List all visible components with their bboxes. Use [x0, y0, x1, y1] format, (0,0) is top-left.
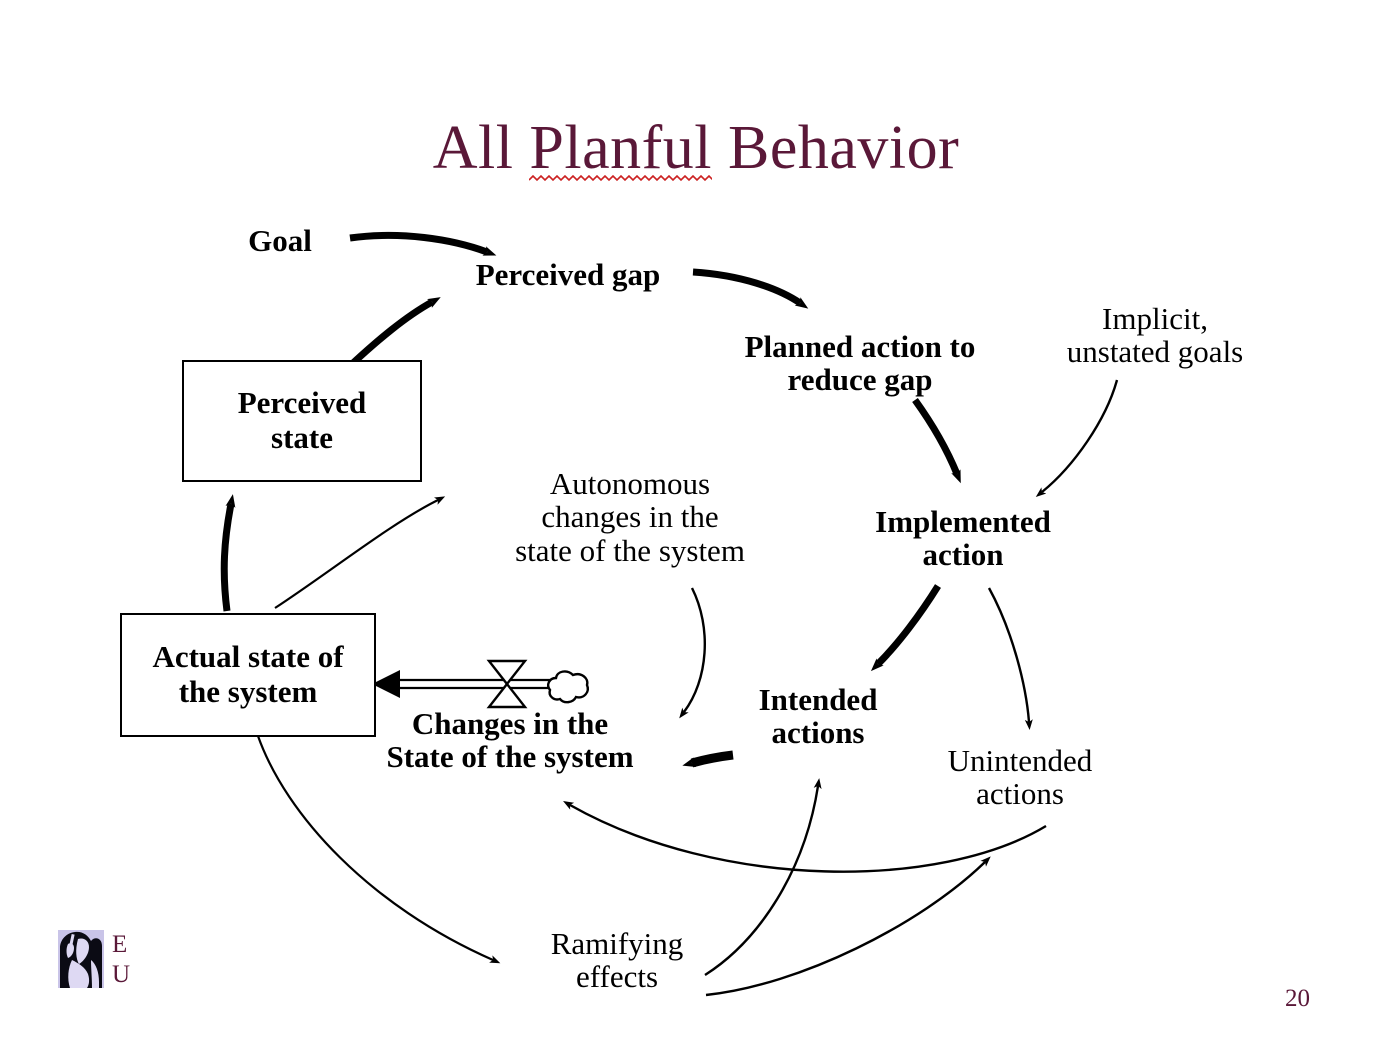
- node-implicit-unstated-goals[interactable]: Implicit, unstated goals: [1066, 301, 1244, 370]
- edge-perceived-state-to-perceived-gap: [349, 297, 441, 367]
- edge-actual-state-to-autonomous-changes: [274, 496, 446, 609]
- edge-actual-state-to-ramifying-effects: [256, 735, 501, 964]
- node-unintended-actions[interactable]: Unintended actions: [947, 743, 1093, 812]
- node-implemented-action[interactable]: Implemented action: [875, 504, 1051, 573]
- edge-goal-to-perceived-gap: [349, 231, 497, 256]
- edge-unintended-actions-to-changes-in-state: [563, 801, 1047, 873]
- edge-planned-action-to-implemented-action: [912, 397, 961, 484]
- edge-autonomous-changes-to-changes-in-state: [679, 587, 706, 719]
- title-misspelled-word: Planful: [529, 112, 713, 184]
- edge-implemented-action-to-intended-actions: [870, 584, 941, 672]
- node-autonomous-changes[interactable]: Autonomous changes in the state of the s…: [515, 466, 745, 568]
- node-intended-actions[interactable]: Intended actions: [758, 682, 878, 751]
- spellcheck-squiggle-icon: [529, 175, 713, 182]
- flow-valve-icon: [486, 659, 528, 709]
- organization-logo: E U: [58, 930, 134, 990]
- title-suffix: Behavior: [712, 114, 960, 182]
- node-perceived-gap[interactable]: Perceived gap: [475, 257, 661, 292]
- node-planned-action-to-reduce-gap[interactable]: Planned action to reduce gap: [744, 329, 976, 398]
- edge-ramifying-effects-to-unintended-actions: [705, 856, 991, 997]
- node-goal[interactable]: Goal: [248, 223, 312, 258]
- logo-wordmark: E U: [112, 931, 131, 988]
- node-changes-in-state-of-system[interactable]: Changes in the State of the system: [386, 706, 634, 775]
- page-number: 20: [1285, 985, 1310, 1012]
- title-misspelled-text: Planful: [529, 114, 713, 182]
- edge-perceived-gap-to-planned-action: [692, 268, 809, 309]
- edge-implemented-action-to-unintended-actions: [987, 587, 1033, 730]
- node-ramifying-effects[interactable]: Ramifying effects: [550, 926, 684, 995]
- node-actual-state-box[interactable]: Actual state of the system: [120, 613, 376, 737]
- flow-pipe-changes-in-state: [372, 659, 589, 709]
- node-perceived-state-box[interactable]: Perceived state: [182, 360, 422, 482]
- edge-implicit-goals-to-implemented-action: [1035, 379, 1119, 498]
- edge-actual-state-to-perceived-state: [220, 494, 236, 612]
- edge-ramifying-effects-to-intended-actions: [704, 778, 822, 977]
- page-title: All Planful Behavior: [0, 112, 1392, 184]
- title-prefix: All: [432, 114, 530, 182]
- edge-intended-actions-to-changes-in-state: [682, 750, 734, 768]
- flow-source-cloud-icon: [547, 670, 589, 704]
- minerva-figure-icon: [58, 930, 104, 988]
